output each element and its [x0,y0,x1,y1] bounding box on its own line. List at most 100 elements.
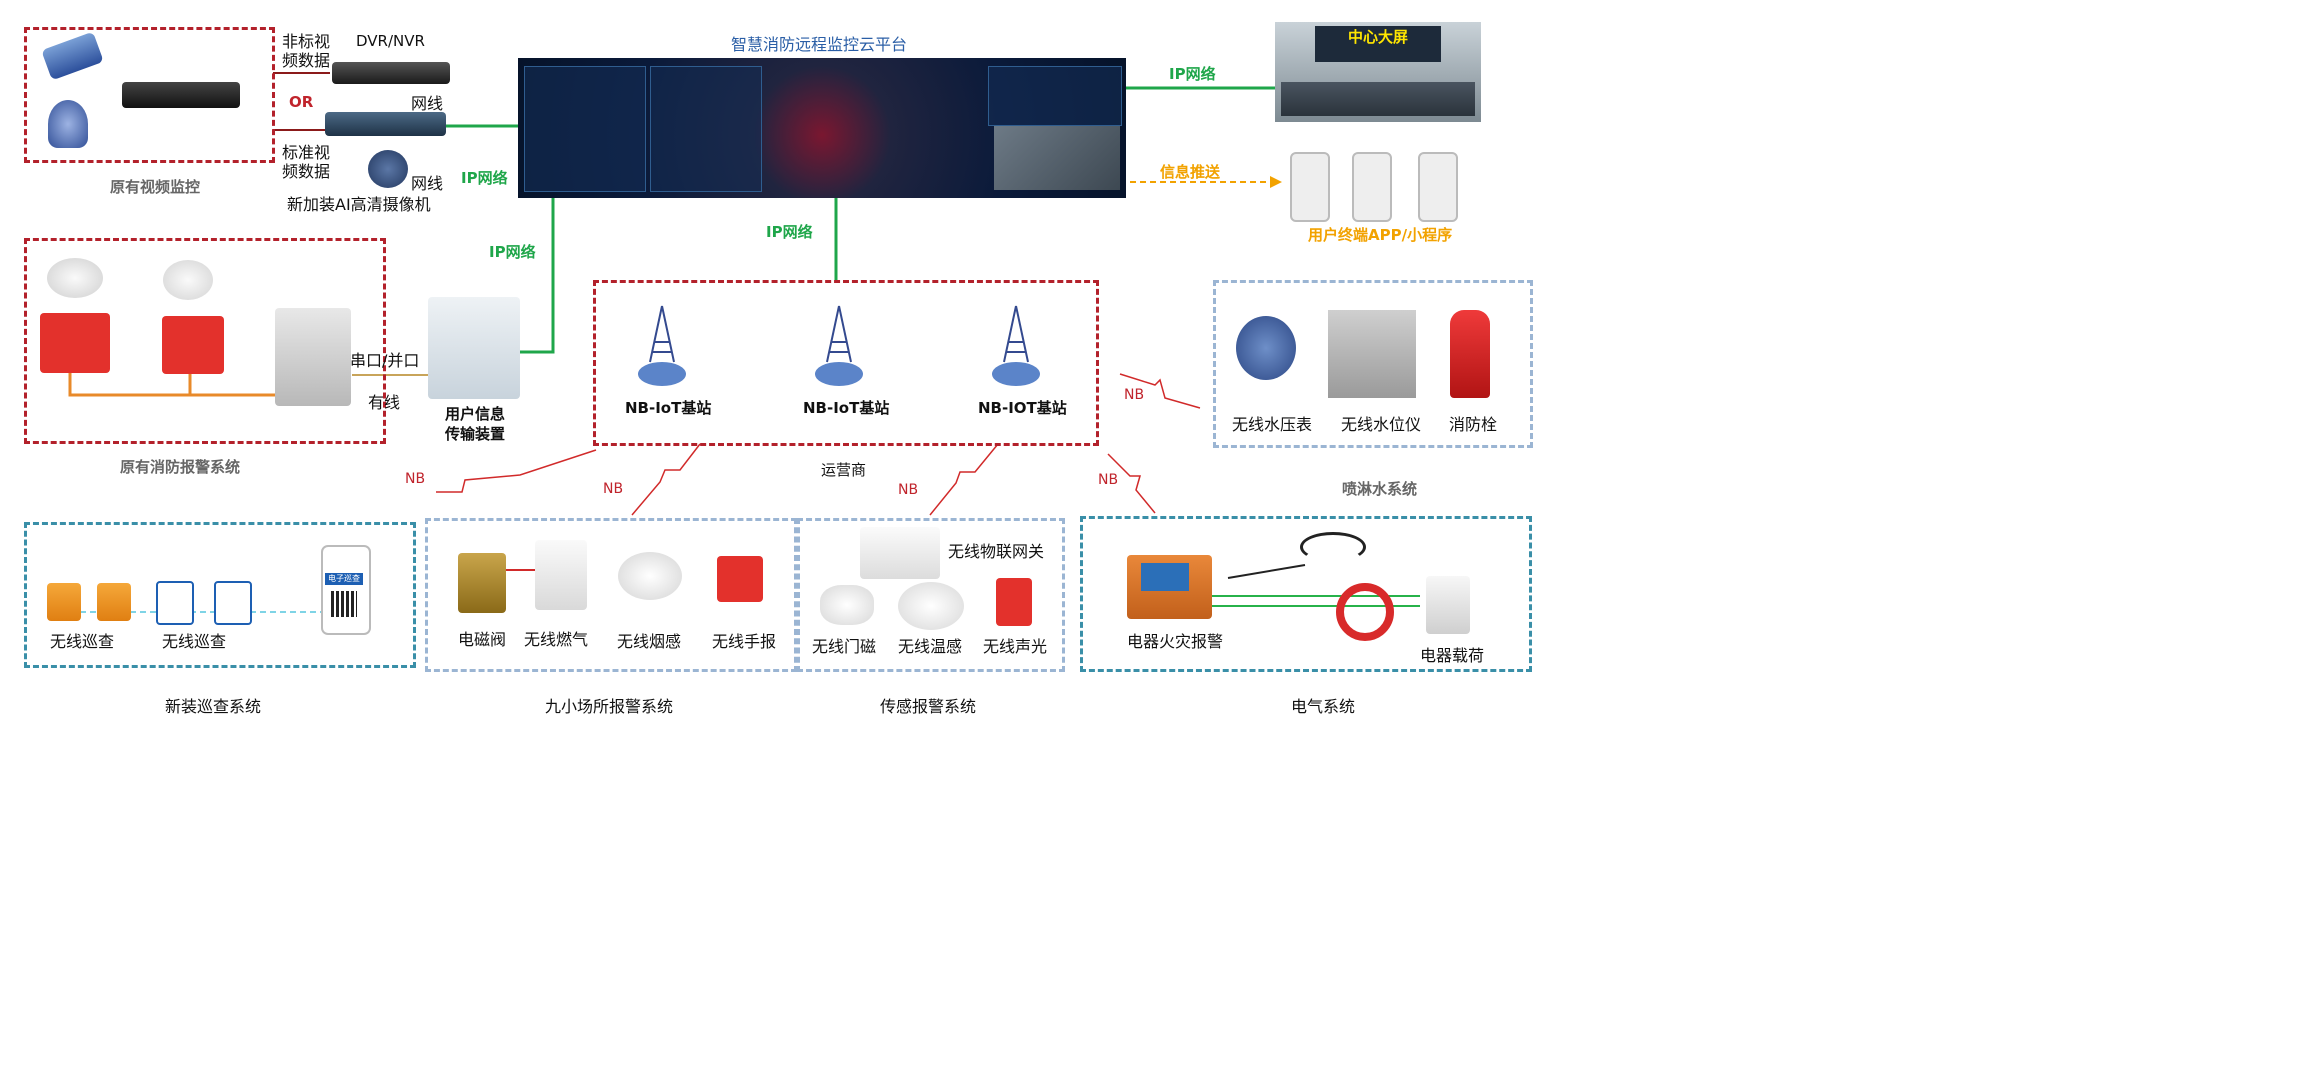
fire-control-panel-icon [275,308,351,406]
dashboard-right-table [988,66,1122,126]
info-push-arrow [1270,176,1282,188]
sprinkler-box [1213,280,1533,448]
strobe-horn-icon [996,578,1032,626]
alarm-screen [1141,563,1189,591]
center-screen-label: 中心大屏 [1347,28,1408,46]
nb-label-4: NB [1098,472,1119,488]
patrol-phone-header: 电子巡查 [325,573,363,585]
electric-item-2: 电器载荷 [1420,646,1485,665]
transfer-device-icon [428,297,520,399]
nb-label-5: NB [1124,387,1145,403]
wireless-heat-icon [898,582,964,630]
sensor-item-1: 无线门磁 [812,637,877,656]
dvr-label: DVR/NVR [356,32,425,50]
sensor-box [797,518,1065,672]
ip-label-transfer: IP网络 [489,243,536,261]
ai-camera-label: 新加装AI高清摄像机 [287,195,431,214]
sprinkler-item-3: 消防栓 [1449,415,1498,434]
dashboard-video-thumbs [994,126,1120,190]
operator-box [593,280,1099,446]
center-screen-photo: 中心大屏 [1275,22,1481,122]
current-transformer-icon [1336,583,1394,641]
sensor-section-label: 传感报警系统 [880,697,977,716]
patrol-qr-icon-1 [156,581,194,625]
electric-box [1080,516,1532,672]
manual-call-point-icon [40,313,110,373]
sprinkler-item-2: 无线水位仪 [1341,415,1422,434]
patrol-item-2: 无线巡查 [162,632,227,651]
nb-station-label-2: NB-IoT基站 [803,399,890,417]
nb-tower-icon-1 [638,305,686,386]
control-desks [1281,82,1475,116]
nb-label-3: NB [898,482,919,498]
wire-label-2: 网线 [411,174,444,193]
or-label: OR [289,93,314,111]
gas-detector-icon [535,540,587,610]
nb-station-label-1: NB-IoT基站 [625,399,712,417]
connections-layer [68,72,1420,613]
sensor-item-2: 无线温感 [898,637,963,656]
ip-label-screen: IP网络 [1169,65,1216,83]
wired-label: 有线 [368,393,401,412]
electric-item-1: 电器火灾报警 [1127,632,1224,651]
patrol-phone-icon: 电子巡查 [321,545,371,635]
iot-gateway-icon [860,527,940,579]
nb-tower-icon-3 [992,305,1040,386]
dvr-device-icon [122,82,240,108]
wireless-smoke-icon [618,552,682,600]
dvr-nvr-icon [332,62,450,84]
nine-small-item-3: 无线烟感 [617,632,682,651]
video-monitoring-box [24,27,275,163]
nb-tower-icon-2 [815,305,863,386]
platform-title: 智慧消防远程监控云平台 [731,35,908,54]
network-switch-icon [325,112,446,136]
sprinkler-section-label: 喷淋水系统 [1342,480,1418,498]
ip-label-operator: IP网络 [766,223,813,241]
sensor-item-3: 无线声光 [983,637,1048,656]
electric-section-label: 电气系统 [1291,697,1356,716]
temp-probe-icon [1300,532,1366,562]
nine-small-item-2: 无线燃气 [524,630,589,649]
heat-detector-icon [163,260,213,300]
info-push-label: 信息推送 [1160,163,1221,181]
patrol-qr-icon-2 [214,581,252,625]
ip-label-left: IP网络 [461,169,508,187]
fire-hydrant-icon [1450,310,1490,398]
dome-camera-icon [48,100,88,148]
video-section-label: 原有视频监控 [110,178,201,196]
app-label: 用户终端APP/小程序 [1308,226,1453,244]
platform-transfer-line [520,198,555,354]
fire-alarm-box [24,238,386,444]
wireless-call-point-icon [717,556,763,602]
gateway-label: 无线物联网关 [948,542,1045,561]
nonstd-video-label: 非标视 频数据 [282,32,331,70]
operator-label: 运营商 [821,461,867,479]
nine-small-box [425,518,797,672]
serial-label: 串口/并口 [350,351,420,370]
nb-label-2: NB [603,481,624,497]
nine-small-section-label: 九小场所报警系统 [545,697,674,716]
dashboard-left-panel [524,66,646,192]
platform-dashboard[interactable] [518,58,1126,198]
electric-fire-alarm-icon [1127,555,1212,619]
patrol-item-1: 无线巡查 [50,632,115,651]
circuit-breaker-icon [1426,576,1470,634]
water-level-meter-icon [1328,310,1416,398]
alarm-bell-icon [162,316,224,374]
patrol-box [24,522,416,668]
std-video-label: 标准视 频数据 [282,143,331,181]
patrol-tag-icon-2 [97,583,131,621]
smoke-detector-icon [47,258,103,298]
door-sensor-icon [820,585,874,625]
nb-label-1: NB [405,471,426,487]
nine-small-item-1: 电磁阀 [458,630,507,649]
wire-label-1: 网线 [411,94,444,113]
big-screen-display [1315,26,1441,62]
patrol-phone-qr [331,591,357,617]
transfer-device-label: 用户信息 传输装置 [444,405,505,443]
ai-camera-icon [368,150,408,188]
phone-icon-2 [1352,152,1392,222]
patrol-section-label: 新装巡查系统 [165,697,262,716]
fire-alarm-section-label: 原有消防报警系统 [120,458,241,476]
patrol-tag-icon-1 [47,583,81,621]
